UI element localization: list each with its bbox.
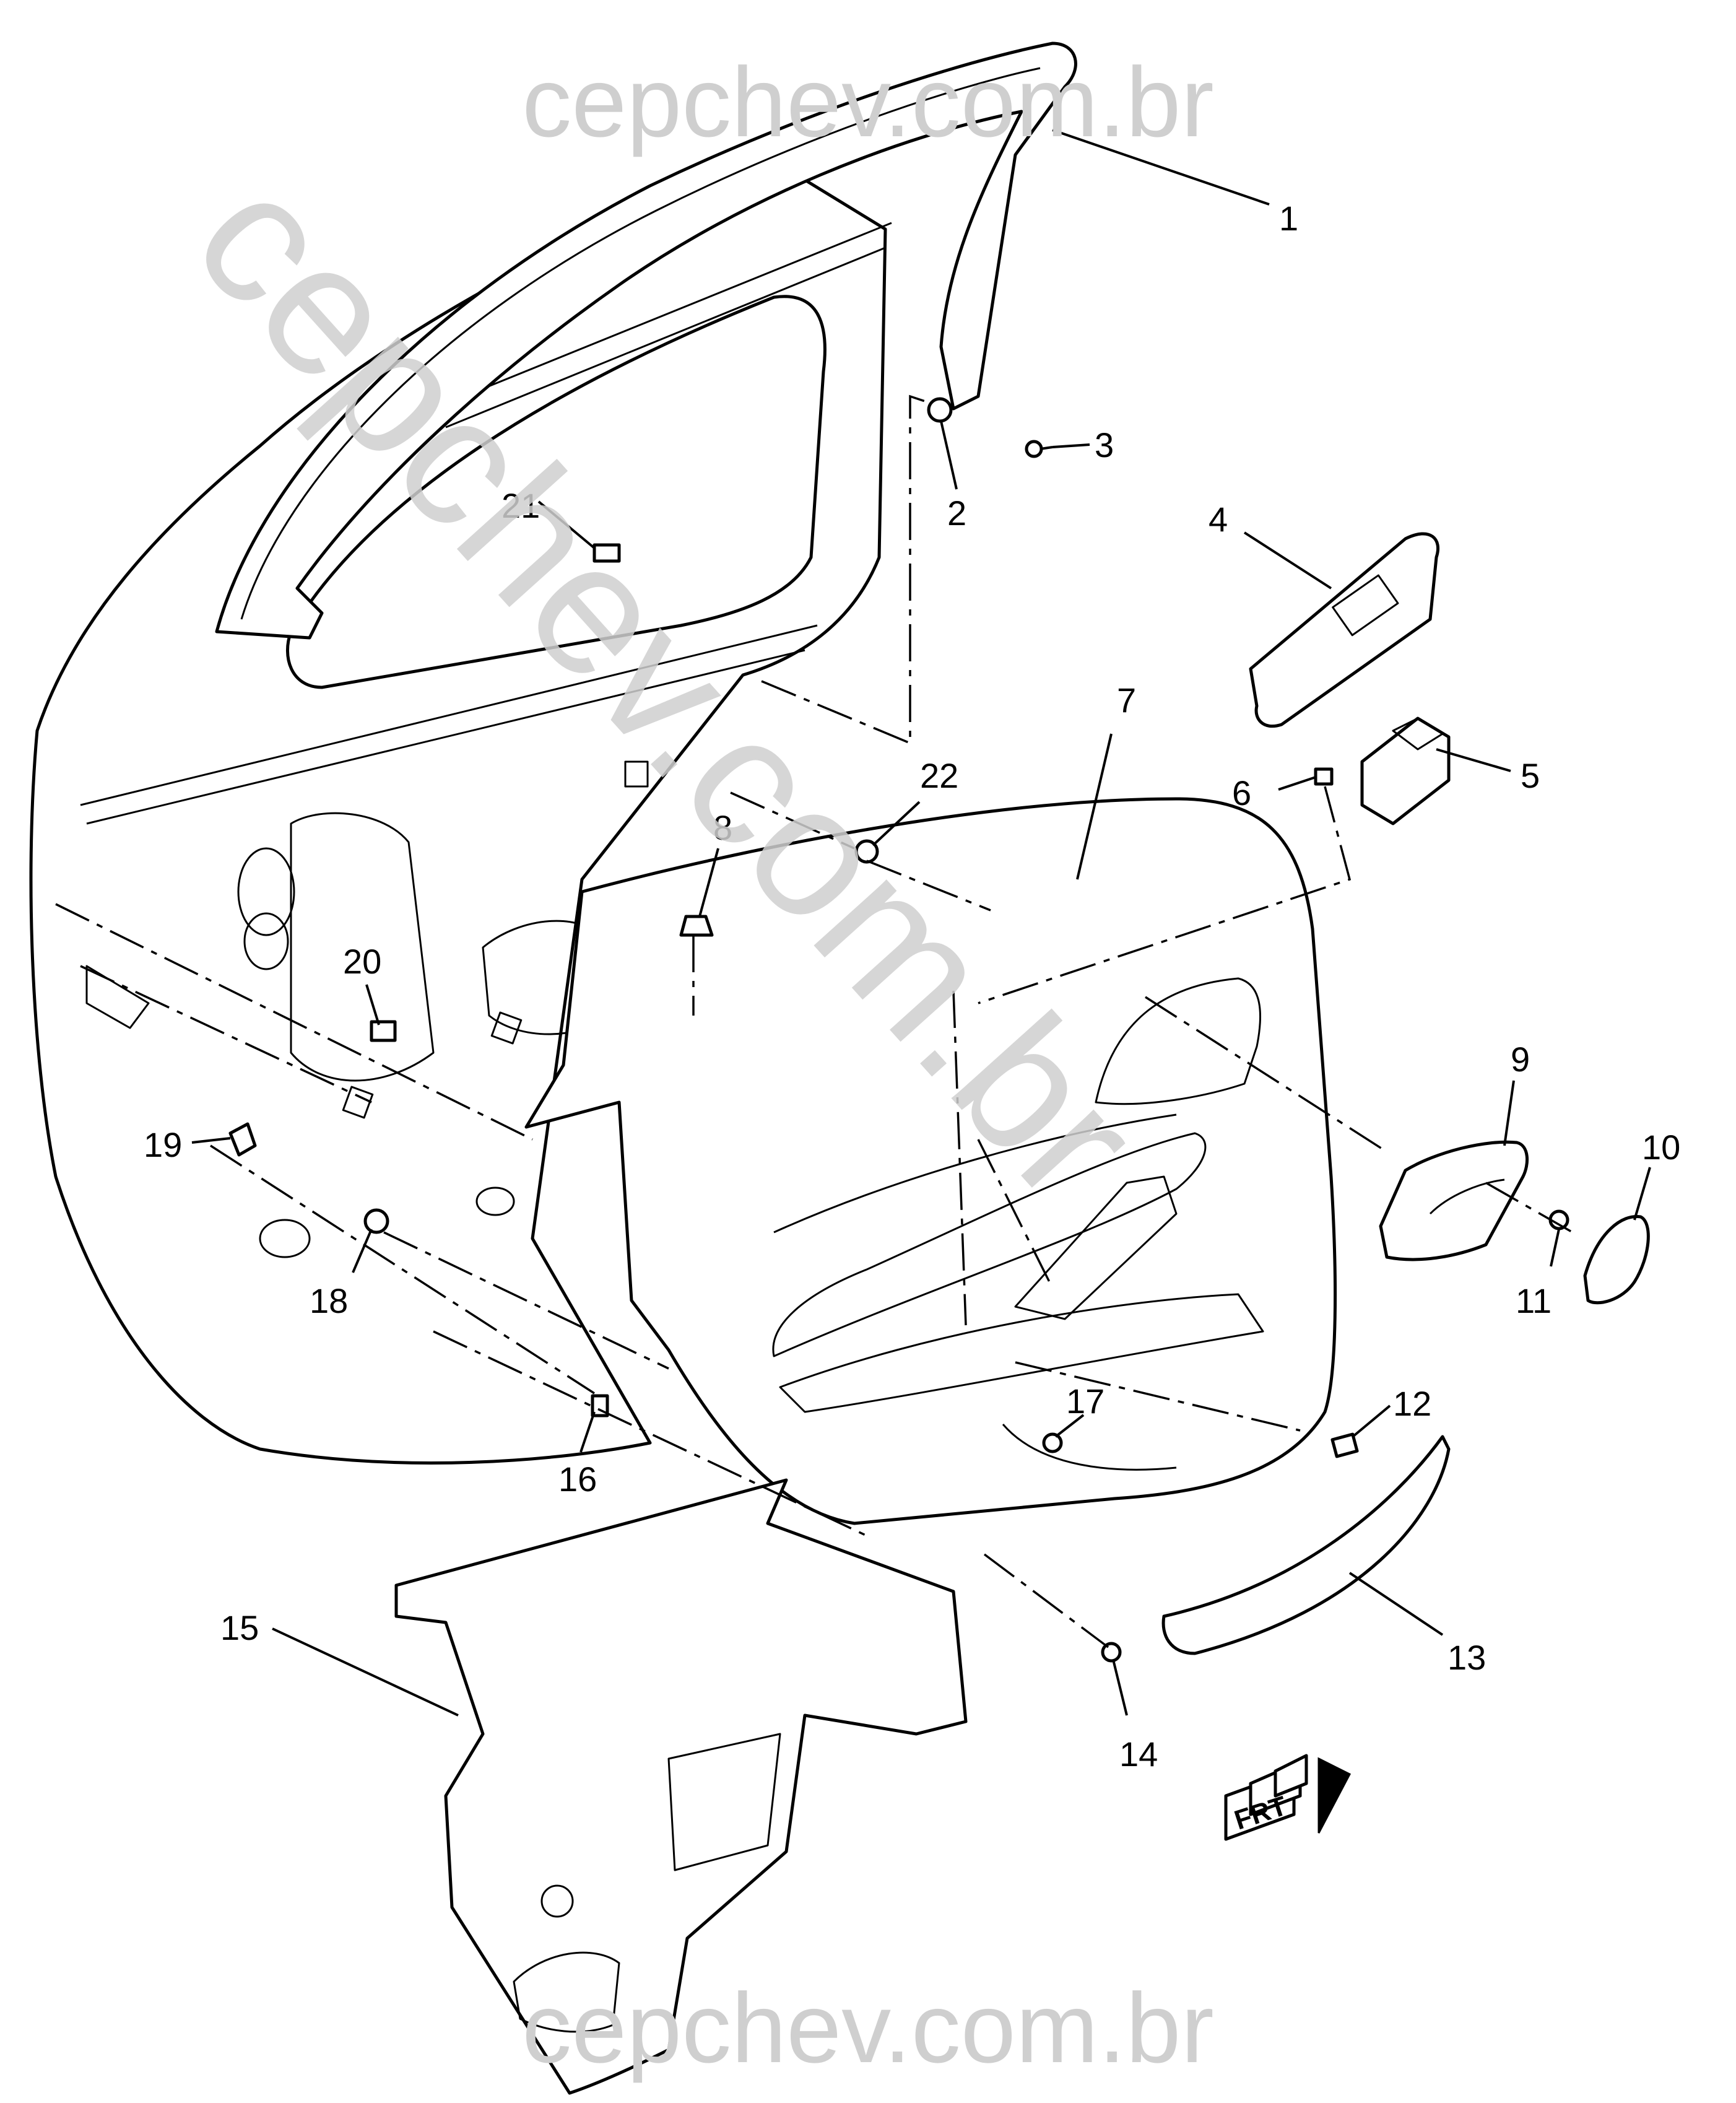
callout-11: 11 [1516, 1281, 1552, 1320]
part-20-clip [370, 1020, 397, 1042]
leader-lines [191, 129, 1651, 1717]
callout-6: 6 [1232, 773, 1251, 812]
callout-21: 21 [501, 486, 540, 525]
callout-3: 3 [1095, 425, 1114, 464]
window-frame-molding [215, 41, 1077, 640]
part-6-clip [1314, 767, 1334, 786]
part-2-grommet [927, 397, 953, 423]
callout-2: 2 [947, 494, 966, 533]
lower-trim-strip [1161, 1435, 1451, 1655]
window-switch [1360, 716, 1451, 825]
watermark-top: cepchev.com.br [522, 46, 1214, 157]
front-arrow-icon [1224, 1754, 1352, 1841]
part-22-nut [854, 839, 879, 864]
watermark-bottom: cepchev.com.br [522, 1972, 1214, 2083]
callout-8: 8 [713, 808, 732, 847]
callout-5: 5 [1521, 756, 1540, 795]
part-12-clip [1330, 1432, 1359, 1458]
part-17-screw [1042, 1432, 1063, 1453]
callout-19: 19 [144, 1125, 182, 1164]
front-direction-indicator: FRT [1224, 1754, 1352, 1841]
callout-numbers: 1 2 3 4 5 6 7 8 9 10 11 12 13 14 15 16 1… [144, 199, 1680, 1774]
part-8-plug [679, 915, 714, 937]
water-deflector [394, 1478, 968, 2095]
part-3-screw [1025, 440, 1053, 458]
callout-22: 22 [920, 756, 958, 795]
callout-10: 10 [1642, 1128, 1680, 1167]
callout-14: 14 [1119, 1735, 1158, 1774]
callout-1: 1 [1279, 199, 1298, 238]
callout-9: 9 [1511, 1040, 1530, 1079]
callout-7: 7 [1117, 681, 1136, 720]
part-21-clip [592, 543, 621, 563]
callout-18: 18 [310, 1281, 348, 1320]
part-19-retainer [228, 1122, 257, 1157]
part-18-nut [363, 1208, 389, 1234]
alignment-lines [55, 394, 1573, 1648]
callout-12: 12 [1393, 1384, 1431, 1423]
part-14-screw [1101, 1642, 1122, 1663]
door-trim-panel [524, 797, 1337, 1525]
callout-13: 13 [1447, 1638, 1486, 1677]
switch-bezel [1249, 532, 1440, 728]
callout-15: 15 [220, 1608, 259, 1647]
callout-20: 20 [343, 942, 381, 981]
callout-16: 16 [558, 1460, 597, 1499]
handle-bezel-cap [1583, 1214, 1650, 1305]
inside-handle [1379, 1140, 1529, 1261]
callout-4: 4 [1209, 500, 1228, 539]
callout-17: 17 [1066, 1382, 1105, 1421]
